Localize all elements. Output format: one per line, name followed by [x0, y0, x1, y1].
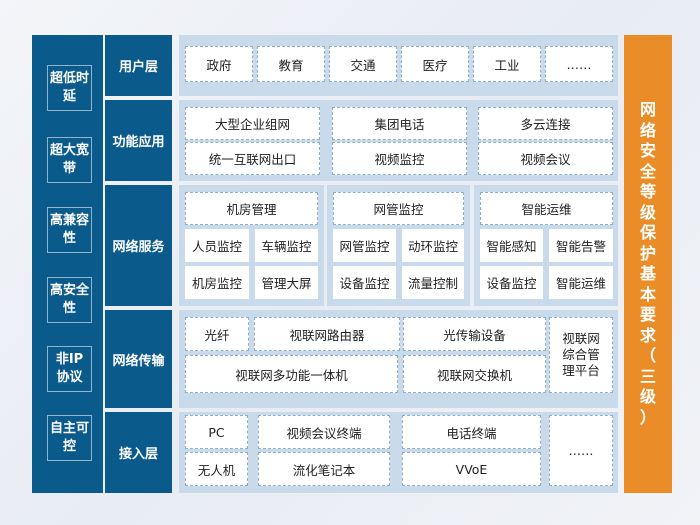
function-layer-panel: 大型企业组网 集团电话 多云连接 统一互联网出口 视频监控 视频会议 [179, 100, 618, 181]
side-title-char: 络 [639, 120, 656, 140]
access-item: VVoE [402, 452, 541, 486]
function-item: 多云连接 [478, 107, 613, 140]
side-title-char: 网 [639, 100, 656, 119]
service-item: 网管监控 [333, 229, 396, 262]
user-item: 交通 [329, 46, 397, 82]
side-title-char: 基 [639, 264, 656, 283]
side-title-char: 本 [639, 284, 656, 304]
service-item: 流量控制 [402, 266, 464, 299]
transport-item: 视联网交换机 [403, 355, 546, 393]
service-group-title: 网管监控 [333, 192, 464, 225]
feature-high-bandwidth: 超大宽带 [47, 137, 92, 183]
access-layer-panel: PC 视频会议终端 电话终端 无人机 流化笔记本 VVoE …… [179, 412, 618, 493]
service-group-aiops: 智能运维 智能感知 智能告警 设备监控 智能运维 [474, 185, 618, 306]
transport-platform: 视联网综合管理平台 [549, 317, 613, 393]
access-item-more: …… [549, 415, 613, 486]
layer-label-function: 功能应用 [105, 100, 172, 181]
service-item: 机房监控 [185, 266, 249, 299]
function-item: 大型企业组网 [185, 107, 320, 140]
layer-label-service: 网络服务 [105, 185, 172, 306]
transport-item: 光传输设备 [403, 317, 546, 351]
side-title-char: 求 [639, 325, 656, 345]
feature-compatibility: 高兼容性 [47, 207, 92, 253]
service-item: 设备监控 [480, 266, 543, 299]
features-column: 超低时延 超大宽带 高兼容性 高安全性 非IP协议 自主可控 [32, 35, 103, 493]
feature-autonomous: 自主可控 [47, 415, 92, 461]
side-title-char: 保 [639, 223, 656, 242]
side-title-char: 等 [639, 182, 656, 201]
service-group-title: 机房管理 [185, 192, 318, 225]
service-group-room: 机房管理 人员监控 车辆监控 机房监控 管理大屏 [179, 185, 324, 306]
user-item: 工业 [473, 46, 541, 82]
access-item: 视频会议终端 [258, 415, 390, 449]
transport-item: 视联网多功能一体机 [185, 355, 398, 393]
service-item: 车辆监控 [255, 229, 318, 262]
transport-item: 视联网路由器 [254, 317, 400, 351]
layer-label-access: 接入层 [105, 412, 172, 493]
access-item: 流化笔记本 [258, 452, 390, 486]
feature-low-latency: 超低时延 [47, 65, 92, 111]
service-group-nms: 网管监控 网管监控 动环监控 设备监控 流量控制 [327, 185, 470, 306]
service-item: 设备监控 [333, 266, 396, 299]
side-title-char: 级 [639, 387, 656, 406]
side-title-char: （ [639, 346, 656, 365]
service-group-title: 智能运维 [480, 192, 613, 225]
transport-layer-panel: 光纤 视联网路由器 光传输设备 视联网多功能一体机 视联网交换机 视联网综合管理… [179, 310, 618, 408]
side-title-char: 护 [639, 243, 656, 263]
service-item: 动环监控 [402, 229, 464, 262]
user-item: 医疗 [401, 46, 469, 82]
function-item: 视频监控 [332, 142, 467, 175]
access-item: 无人机 [185, 452, 248, 486]
user-item: …… [545, 46, 613, 82]
user-item: 教育 [257, 46, 325, 82]
service-item: 智能运维 [549, 266, 613, 299]
function-item: 统一互联网出口 [185, 142, 320, 175]
layer-label-user: 用户层 [105, 35, 172, 96]
access-item: PC [185, 415, 248, 449]
function-item: 集团电话 [332, 107, 467, 140]
service-item: 智能告警 [549, 229, 613, 262]
access-item: 电话终端 [402, 415, 541, 449]
user-item: 政府 [185, 46, 253, 82]
side-title: 网 络 安 全 等 级 保 护 基 本 要 求 （ 三 级 ） [624, 35, 672, 493]
layer-label-transport: 网络传输 [105, 310, 172, 408]
side-title-char: 级 [639, 202, 656, 222]
user-layer-panel: 政府 教育 交通 医疗 工业 …… [179, 35, 618, 96]
transport-item: 光纤 [185, 317, 249, 351]
function-item: 视频会议 [478, 142, 613, 175]
side-title-char: 三 [639, 366, 656, 386]
side-title-char: 安 [639, 141, 656, 160]
service-item: 智能感知 [480, 229, 543, 262]
side-title-char: 要 [639, 305, 656, 324]
feature-non-ip: 非IP协议 [47, 346, 92, 392]
service-item: 人员监控 [185, 229, 249, 262]
side-title-char: ） [639, 407, 656, 427]
feature-security: 高安全性 [47, 277, 92, 323]
side-title-char: 全 [639, 161, 656, 181]
service-item: 管理大屏 [255, 266, 318, 299]
service-layer-panel: 机房管理 人员监控 车辆监控 机房监控 管理大屏 网管监控 网管监控 动环监控 … [179, 185, 618, 306]
